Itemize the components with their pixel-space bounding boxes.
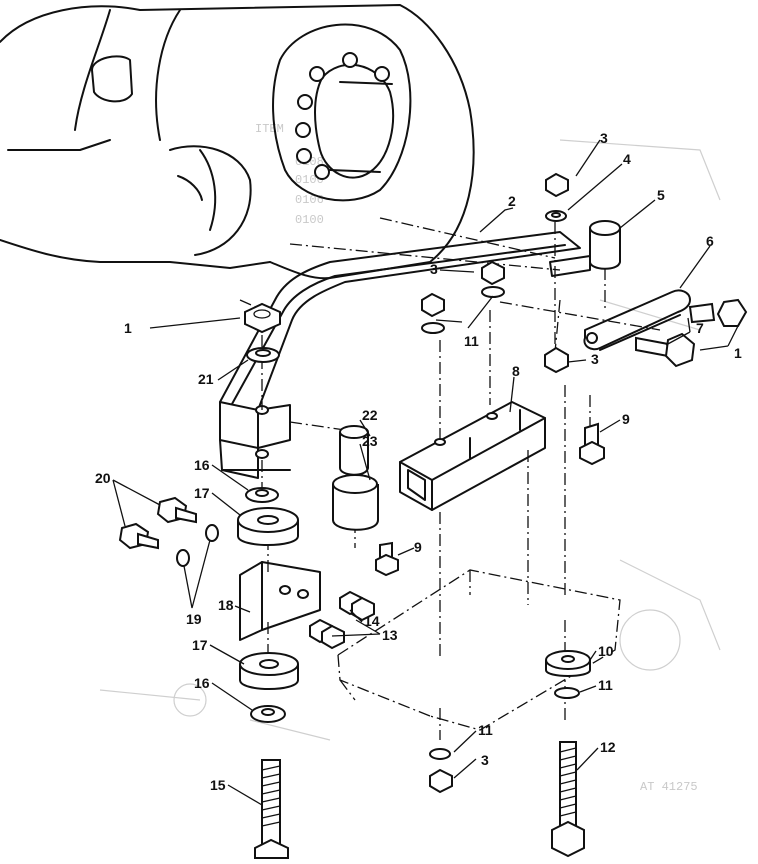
callout-7: 7 (696, 320, 704, 336)
callout-11-center: 11 (464, 333, 479, 349)
svg-text:0100: 0100 (295, 213, 324, 227)
callout-11-right: 11 (598, 677, 613, 693)
callout-21: 21 (198, 371, 214, 387)
callout-3-top: 3 (600, 130, 608, 146)
callout-23: 23 (362, 433, 378, 449)
callout-8: 8 (512, 363, 520, 379)
callout-16-top: 16 (194, 457, 210, 473)
callout-6: 6 (706, 233, 714, 249)
callout-18: 18 (218, 597, 234, 613)
callout-13: 13 (382, 627, 398, 643)
svg-text:0106: 0106 (295, 193, 324, 207)
callout-11-bottom: 11 (478, 722, 493, 738)
alignment-lines (239, 217, 661, 740)
frame-plate (337, 569, 621, 731)
hardware (118, 172, 748, 859)
callout-3-right: 3 (591, 351, 599, 367)
callout-9-left: 9 (414, 539, 422, 555)
callout-5: 5 (657, 187, 665, 203)
linkage-arm (583, 289, 691, 351)
callout-4: 4 (623, 151, 631, 167)
callout-17-bottom: 17 (192, 637, 208, 653)
callout-20: 20 (95, 470, 111, 486)
callout-12: 12 (600, 739, 616, 755)
crossmember (399, 401, 546, 511)
callout-labels: 1 1 2 3 3 3 3 4 5 6 7 8 9 9 10 11 11 11 … (95, 130, 742, 793)
callout-1-right: 1 (734, 345, 742, 361)
callout-2: 2 (508, 193, 516, 209)
callout-16-bottom: 16 (194, 675, 210, 691)
callout-3-bottom: 3 (481, 752, 489, 768)
callout-17-top: 17 (194, 485, 210, 501)
callout-9-right: 9 (622, 411, 630, 427)
callout-19: 19 (186, 611, 202, 627)
leader-lines (112, 139, 739, 806)
callout-15: 15 (210, 777, 226, 793)
callout-1-left: 1 (124, 320, 132, 336)
figure-code: AT 41275 (640, 780, 698, 794)
callout-22: 22 (362, 407, 378, 423)
svg-text:ITEM: ITEM (255, 122, 284, 136)
engine-housing (0, 4, 475, 280)
callout-10: 10 (598, 643, 614, 659)
callout-14: 14 (364, 613, 380, 629)
callout-3-center: 3 (430, 261, 438, 277)
